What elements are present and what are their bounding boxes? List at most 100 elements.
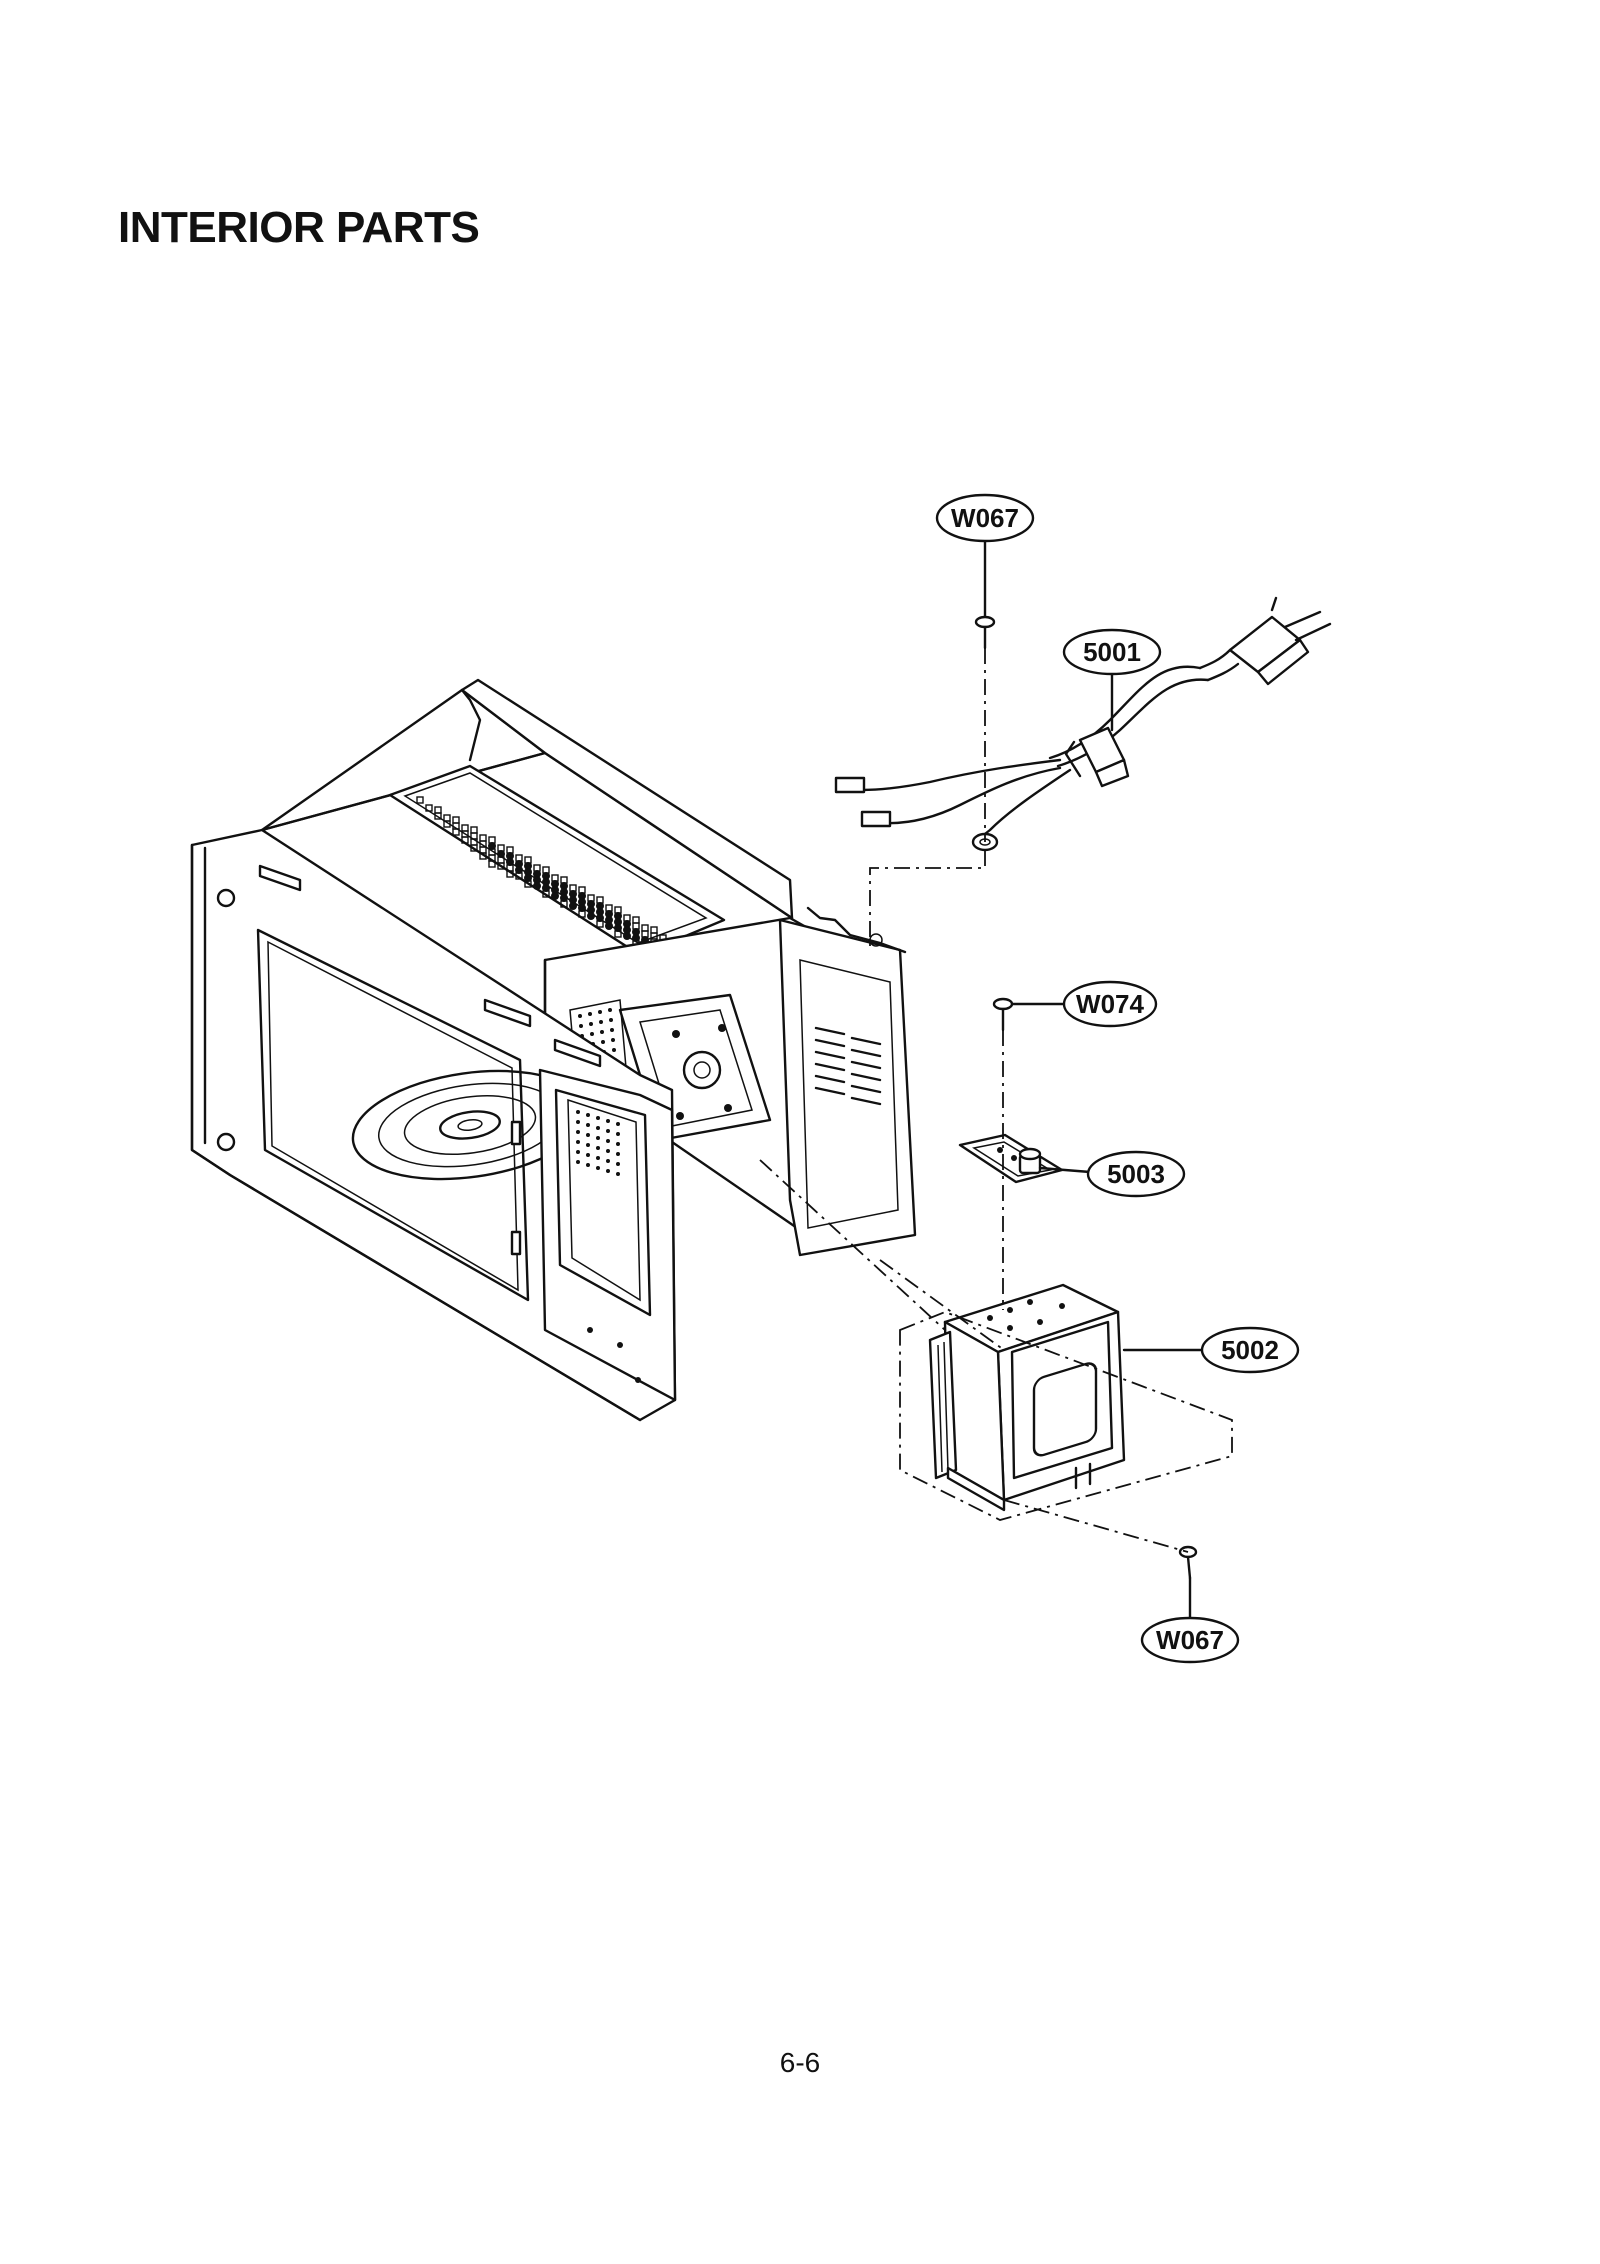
- callout-w074: W074: [1062, 980, 1158, 1028]
- vent-hole: [452, 828, 460, 836]
- vent-hole: [616, 1142, 620, 1146]
- vent-hole: [596, 1166, 600, 1170]
- vent-hole: [443, 820, 451, 828]
- vent-hole: [605, 910, 613, 918]
- vent-hole: [560, 900, 568, 908]
- vent-hole: [596, 1136, 600, 1140]
- screw-w074: [992, 997, 1014, 1032]
- vent-hole: [586, 1113, 590, 1117]
- vent-hole: [605, 922, 613, 930]
- rear-vent-slots: [814, 1026, 882, 1106]
- vent-hole: [506, 852, 514, 860]
- vent-hole: [587, 906, 595, 914]
- vent-hole: [576, 1160, 580, 1164]
- vent-hole: [551, 880, 559, 888]
- vent-hole: [606, 1129, 610, 1133]
- vent-hole: [616, 1132, 620, 1136]
- vent-hole: [578, 898, 586, 906]
- vent-hole: [587, 912, 595, 920]
- vent-hole: [606, 1139, 610, 1143]
- vent-hole: [586, 1143, 590, 1147]
- vent-hole: [488, 860, 496, 868]
- screw-w067-top: [974, 615, 996, 650]
- callout-5002: 5002: [1200, 1326, 1300, 1374]
- vent-hole: [632, 928, 640, 936]
- vent-hole: [578, 1014, 582, 1018]
- callout-label: 5003: [1107, 1159, 1165, 1189]
- vent-hole: [576, 1110, 580, 1114]
- vent-hole: [614, 924, 622, 932]
- callout-label: 5002: [1221, 1335, 1279, 1365]
- vent-hole: [560, 894, 568, 902]
- vent-hole: [614, 918, 622, 926]
- vent-hole: [506, 870, 514, 878]
- vent-hole: [578, 910, 586, 918]
- callout-label: 5001: [1083, 637, 1141, 667]
- vent-hole: [524, 874, 532, 882]
- vent-hole: [425, 804, 433, 812]
- vent-hole: [542, 872, 550, 880]
- vent-hole: [614, 930, 622, 938]
- vent-hole: [610, 1028, 614, 1032]
- vent-hole: [606, 1159, 610, 1163]
- vent-hole: [560, 882, 568, 890]
- vent-hole: [515, 860, 523, 868]
- vent-hole: [569, 890, 577, 898]
- callout-label: W067: [951, 503, 1019, 533]
- vent-hole: [616, 1122, 620, 1126]
- vent-hole: [612, 1048, 616, 1052]
- vent-hole: [542, 878, 550, 886]
- vent-hole: [470, 844, 478, 852]
- vent-hole: [416, 796, 424, 804]
- vent-hole: [434, 812, 442, 820]
- vent-hole: [551, 892, 559, 900]
- callout-w067-top: W067: [935, 493, 1035, 543]
- vent-hole: [533, 882, 541, 890]
- vent-hole: [578, 892, 586, 900]
- vent-hole: [488, 842, 496, 850]
- vent-hole: [542, 884, 550, 892]
- vent-hole: [551, 886, 559, 894]
- vent-hole: [600, 1030, 604, 1034]
- vent-hole: [576, 1150, 580, 1154]
- vent-hole: [598, 1010, 602, 1014]
- vent-hole: [623, 926, 631, 934]
- vent-hole: [606, 1149, 610, 1153]
- vent-hole: [579, 1024, 583, 1028]
- vent-hole: [533, 876, 541, 884]
- vent-hole: [497, 850, 505, 858]
- callout-label: W074: [1076, 989, 1144, 1019]
- vent-hole: [632, 934, 640, 942]
- vent-hole: [578, 904, 586, 912]
- vent-hole: [586, 1163, 590, 1167]
- vent-hole: [542, 890, 550, 898]
- vent-hole: [589, 1022, 593, 1026]
- vent-hole: [586, 1123, 590, 1127]
- vent-hole: [524, 880, 532, 888]
- vent-hole: [569, 902, 577, 910]
- vent-hole: [560, 888, 568, 896]
- thermostat-bracket-5003: [958, 1133, 1064, 1184]
- vent-hole: [569, 896, 577, 904]
- power-cord-assembly: [834, 596, 1332, 852]
- vent-hole: [506, 858, 514, 866]
- vent-hole: [596, 914, 604, 922]
- vent-hole: [606, 1169, 610, 1173]
- magnetron-5002: [899, 1283, 1233, 1521]
- vent-hole: [497, 862, 505, 870]
- vent-hole: [586, 1153, 590, 1157]
- callout-w067-bottom: W067: [1140, 1616, 1240, 1664]
- vent-hole: [515, 872, 523, 880]
- vent-hole: [596, 908, 604, 916]
- vent-hole: [606, 1119, 610, 1123]
- vent-hole: [596, 920, 604, 928]
- callout-leader-lines: [983, 539, 1206, 1619]
- vent-hole: [605, 916, 613, 924]
- vent-hole: [611, 1038, 615, 1042]
- vent-hole: [461, 836, 469, 844]
- vent-hole: [614, 912, 622, 920]
- vent-hole: [596, 1146, 600, 1150]
- callout-label: W067: [1156, 1625, 1224, 1655]
- vent-hole: [479, 852, 487, 860]
- vent-hole: [587, 900, 595, 908]
